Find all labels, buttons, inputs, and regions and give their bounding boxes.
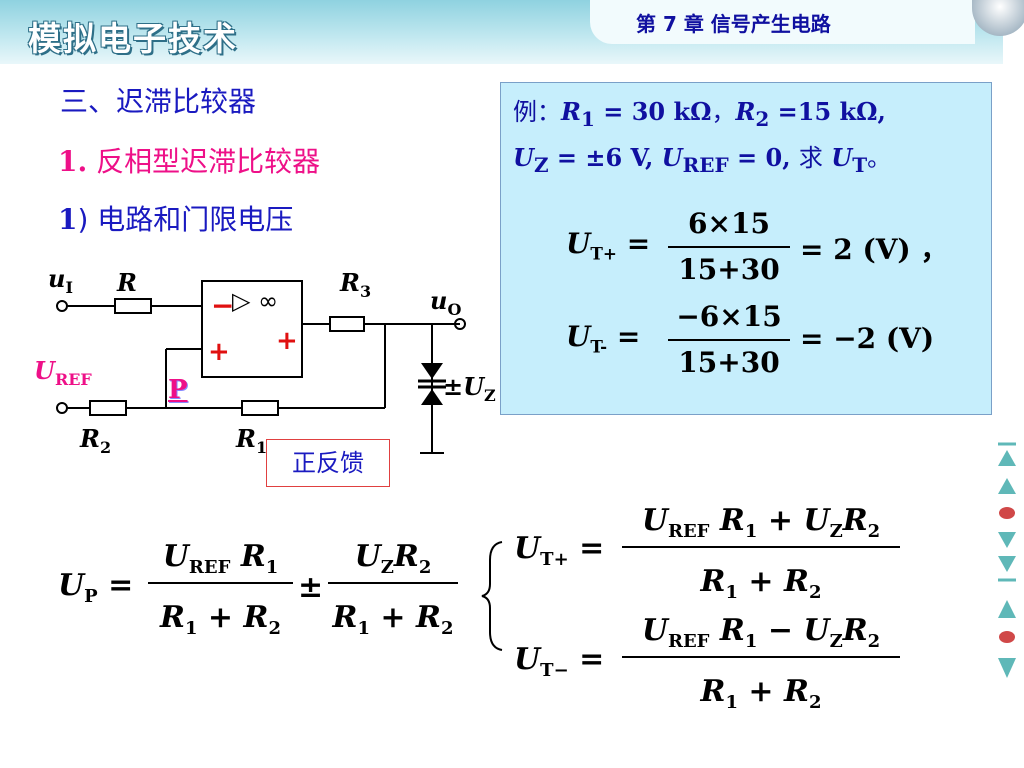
next-icon[interactable]	[996, 526, 1018, 552]
example-ut-minus-den: 15+30	[678, 346, 780, 379]
example-ut-plus-fraction: 6×15 15+30	[668, 204, 790, 290]
up-term1-den: R1 + R2	[160, 600, 281, 639]
opamp-plus-left: +	[208, 337, 230, 367]
section-heading: 三、迟滞比较器	[60, 85, 257, 118]
subsection-text: 反相型迟滞比较器	[87, 145, 321, 178]
opamp-symbol: ▷ ∞	[232, 287, 278, 315]
zener-diode	[418, 363, 446, 405]
up-formula-lhs: UP =	[58, 568, 134, 607]
up-plus-minus: ±	[298, 570, 324, 605]
forward-icon[interactable]	[996, 652, 1018, 686]
chapter-tab	[590, 0, 975, 44]
home-icon[interactable]	[996, 502, 1018, 524]
ut-minus-formula-num: UREF R1 − UZR2	[641, 613, 881, 652]
resistor-r2-label: R2	[80, 424, 112, 457]
comparator-circuit: − ▷ ∞ + +	[56, 280, 466, 454]
up-term2-num: UZR2	[354, 539, 432, 578]
first-icon[interactable]	[996, 440, 1018, 480]
resistor-r1	[241, 400, 279, 416]
last-icon[interactable]	[996, 552, 1018, 592]
subsection-heading: 1. 反相型迟滞比较器	[58, 140, 320, 180]
up-term1-fraction: UREF R1 R1 + R2	[148, 536, 293, 650]
example-given-line1: 例：R1 = 30 kΩ，R2 =15 kΩ,	[513, 97, 886, 131]
resistor-r2	[89, 400, 127, 416]
input-terminal	[56, 300, 68, 312]
resistor-r-label: R	[117, 268, 137, 297]
ref-label: UREF	[34, 356, 92, 389]
ut-minus-formula-lhs: UT− =	[514, 642, 605, 681]
item-number: 1	[58, 203, 78, 236]
ut-plus-formula-num: UREF R1 + UZR2	[641, 503, 881, 542]
subsection-number: 1.	[58, 145, 88, 178]
example-ut-minus-num: −6×15	[676, 300, 782, 333]
ut-plus-formula-lhs: UT+ =	[514, 531, 605, 570]
input-label: uI	[48, 264, 73, 297]
ut-minus-formula-den: R1 + R2	[700, 674, 822, 713]
item-heading: 1) 电路和门限电压	[58, 198, 293, 238]
back-icon[interactable]	[996, 596, 1018, 624]
example-box	[500, 82, 992, 415]
up-term2-fraction: UZR2 R1 + R2	[328, 536, 458, 650]
prev-icon[interactable]	[996, 474, 1018, 500]
resistor-r3-label: R3	[340, 268, 372, 301]
node-p-label: P	[168, 375, 188, 405]
right-rail	[1003, 0, 1024, 768]
ref-terminal	[56, 402, 68, 414]
opamp-box	[201, 280, 303, 378]
resistor-r	[114, 298, 152, 314]
opamp-minus-sign: −	[211, 289, 234, 322]
up-term1-num: UREF R1	[162, 539, 279, 578]
up-term2-den: R1 + R2	[332, 600, 454, 639]
resistor-r1-label: R1	[236, 424, 268, 457]
chapter-title: 第 7 章 信号产生电路	[636, 12, 831, 36]
example-ut-plus-lhs: UT+ =	[566, 227, 651, 264]
positive-feedback-note: 正反馈	[266, 439, 390, 487]
course-logo: 模拟电子技术	[28, 19, 238, 58]
zener-label: ±UZ	[443, 372, 496, 405]
example-ut-minus-lhs: UT- =	[566, 320, 641, 357]
example-ut-plus-num: 6×15	[688, 207, 770, 240]
output-terminal	[454, 318, 466, 330]
example-given-line2: UZ = ±6 V, UREF = 0, 求 UT。	[513, 143, 892, 177]
example-ut-minus-fraction: −6×15 15+30	[668, 297, 790, 383]
ut-plus-formula-fraction: UREF R1 + UZR2 R1 + R2	[622, 500, 900, 614]
dot-icon[interactable]	[996, 626, 1018, 648]
ut-minus-formula-fraction: UREF R1 − UZR2 R1 + R2	[622, 610, 900, 724]
resistor-r3	[329, 316, 365, 332]
example-ut-plus-den: 15+30	[678, 253, 780, 286]
opamp-plus-right: +	[276, 326, 298, 356]
example-ut-plus-result: = 2 (V) ，	[800, 233, 949, 266]
ut-plus-formula-den: R1 + R2	[700, 564, 822, 603]
example-ut-minus-result: = −2 (V)	[800, 322, 935, 355]
output-label: uO	[430, 286, 462, 319]
brace-icon	[481, 541, 503, 651]
item-text: ) 电路和门限电压	[77, 203, 294, 236]
